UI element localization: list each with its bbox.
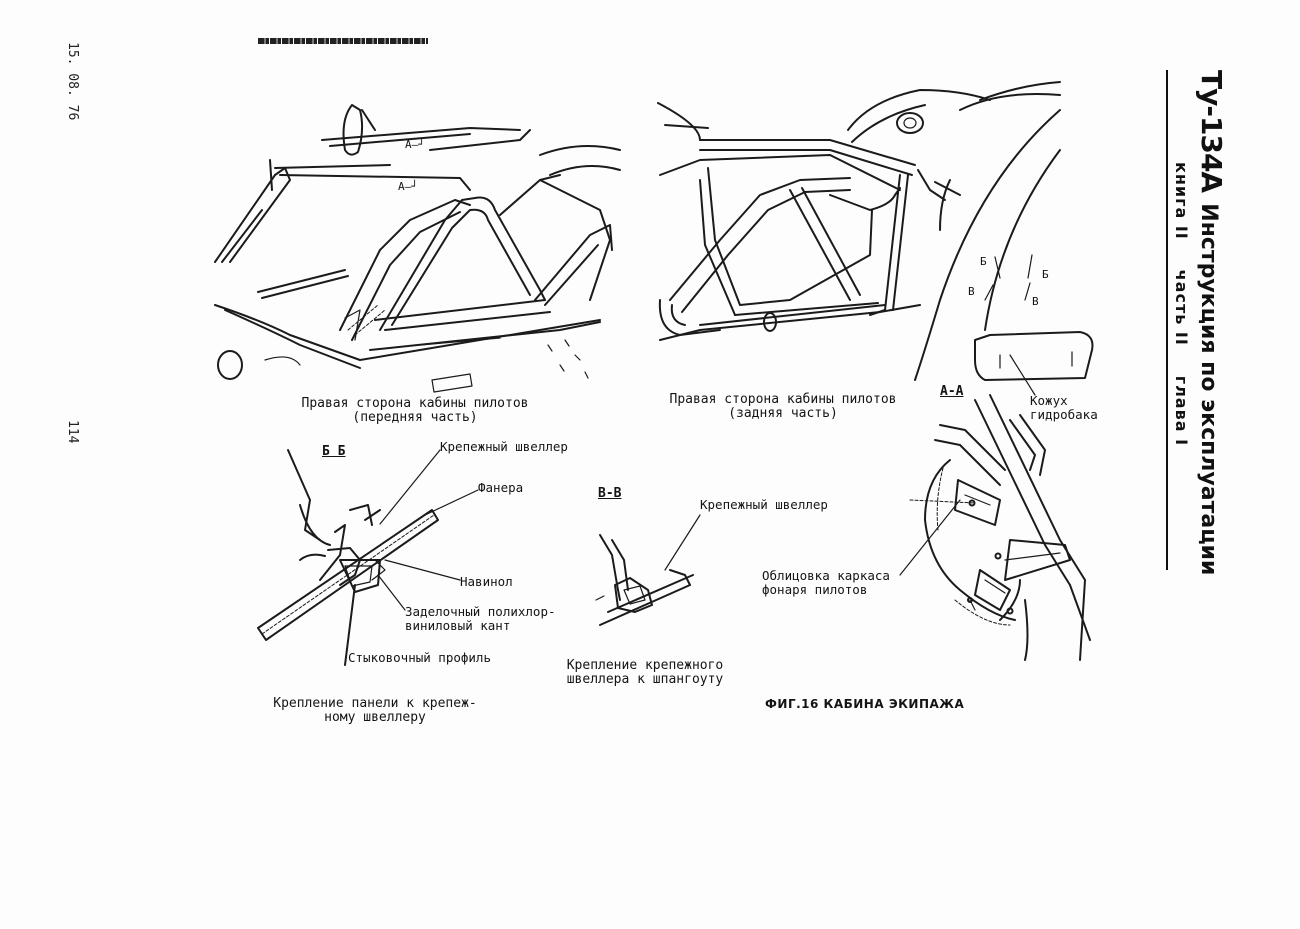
section-bb-drawing (257, 449, 479, 666)
label-bb-navinol: Навинол (460, 574, 513, 589)
hood-label-line2: гидробака (1030, 407, 1098, 422)
caption-front-line1: Правая сторона кабины пилотов (301, 396, 529, 411)
figure-caption: ФИГ.16 КАБИНА ЭКИПАЖА (765, 697, 965, 711)
label-bb-edge-line2: виниловый кант (405, 618, 511, 633)
section-aa-drawing (899, 394, 1091, 661)
mark-b-right: Б (1042, 268, 1049, 281)
cockpit-rear-drawing (657, 81, 1094, 396)
caption-bb-line2: ному швеллеру (324, 710, 426, 725)
caption-vv-line1: Крепление крепежного (566, 658, 724, 673)
label-vv-channel: Крепежный швеллер (700, 497, 828, 512)
mark-b-left: Б (980, 255, 987, 268)
label-bb-plywood: Фанера (478, 480, 524, 495)
label-bb-edge-line1: Заделочный полихлор- (405, 604, 556, 619)
section-vv-title: В-В (598, 486, 622, 501)
mark-v-right: В (1032, 295, 1039, 308)
caption-front-line2: (передняя часть) (352, 410, 478, 425)
label-aa-line1: Облицовка каркаса (762, 568, 890, 583)
caption-rear-line1: Правая сторона кабины пилотов (669, 392, 897, 407)
section-aa-title: А-А (940, 384, 964, 399)
label-aa-line2: фонаря пилотов (762, 582, 868, 597)
section-mark-a-upper: А—┘ (405, 138, 425, 151)
cockpit-front-drawing (214, 104, 621, 393)
section-bb-title: Б Б (322, 444, 346, 459)
archive-stamp (258, 38, 428, 44)
label-bb-profile: Стыковочный профиль (348, 650, 491, 665)
hood-label-line1: Кожух (1030, 393, 1068, 408)
caption-rear-line2: (задняя часть) (728, 406, 838, 421)
section-mark-a-lower: А—┘ (398, 180, 418, 193)
section-vv-drawing (595, 514, 701, 626)
caption-bb-line1: Крепление панели к крепеж- (273, 696, 477, 711)
mark-v-left: В (968, 285, 975, 298)
caption-vv-line2: швеллера к шпангоуту (566, 672, 724, 687)
label-bb-channel: Крепежный швеллер (440, 439, 568, 454)
